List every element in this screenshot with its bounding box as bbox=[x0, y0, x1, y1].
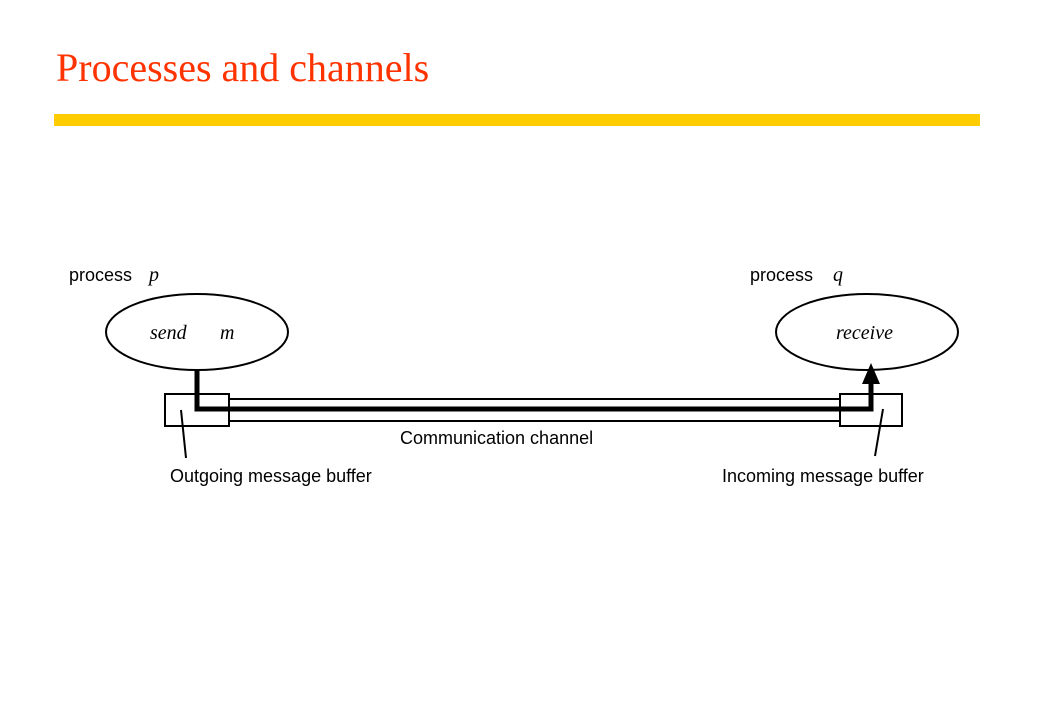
process-q-ellipse bbox=[775, 293, 959, 371]
process-p-var: p bbox=[147, 264, 159, 286]
channel-label: Communication channel bbox=[400, 428, 593, 448]
process-q-label: process bbox=[750, 265, 813, 285]
message-path bbox=[194, 370, 874, 412]
incoming-buffer-pointer bbox=[874, 408, 884, 457]
outgoing-buffer-label: Outgoing message buffer bbox=[170, 466, 372, 486]
process-q-var: q bbox=[833, 264, 843, 286]
outgoing-buffer-pointer bbox=[180, 409, 187, 459]
incoming-buffer-label: Incoming message buffer bbox=[722, 466, 924, 486]
process-p-ellipse bbox=[105, 293, 289, 371]
title-rule bbox=[54, 114, 980, 126]
process-p-label: process bbox=[69, 265, 132, 285]
receive-operation: receive bbox=[836, 322, 893, 344]
send-operand: m bbox=[220, 322, 234, 344]
slide-title: Processes and channels bbox=[56, 45, 430, 90]
send-operation: send bbox=[150, 322, 188, 344]
message-arrowhead bbox=[862, 363, 880, 384]
